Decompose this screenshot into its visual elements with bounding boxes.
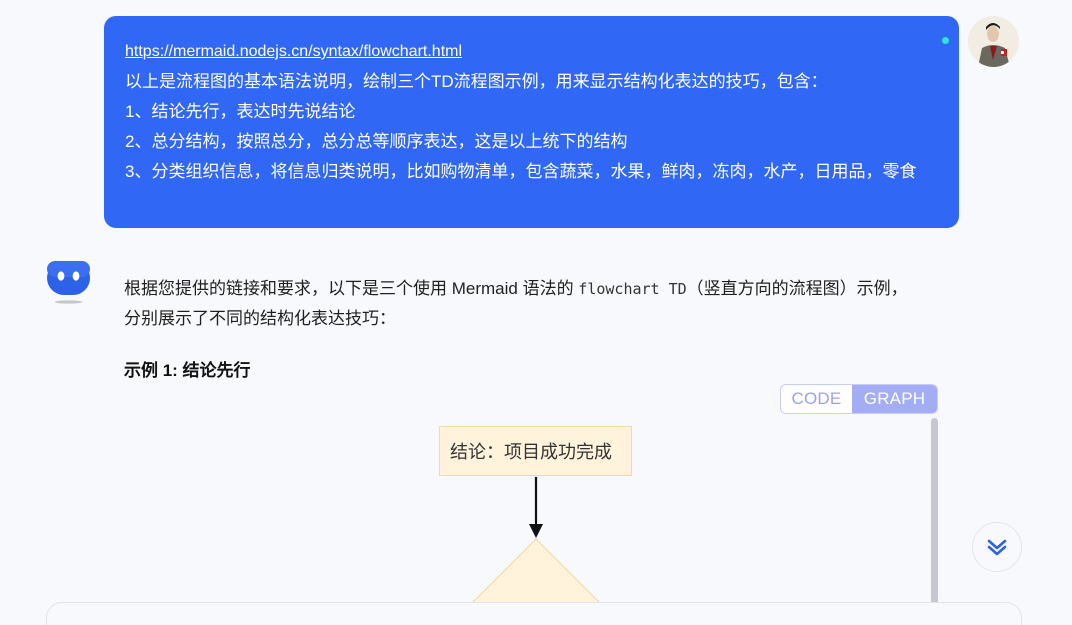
scroll-to-bottom-button[interactable] [972,522,1022,572]
user-message-line: 1、结论先行，表达时先说结论 [125,102,356,121]
bot-intro-text-continued: （竖直方向的流程图）示例，分别展示了不同的结构化表达技巧： [124,279,908,328]
graph-tab[interactable]: GRAPH [852,385,937,413]
user-message-line: 2、总分结构，按照总分，总分总等顺序表达，这是以上统下的结构 [125,132,628,151]
code-tab[interactable]: CODE [791,389,842,408]
message-composer[interactable] [46,602,1022,625]
inline-code: flowchart TD [578,280,687,298]
link-status-dot [942,37,949,44]
user-message-line: 以上是流程图的基本语法说明，绘制三个TD流程图示例，用来显示结构化表达的技巧，包… [125,72,828,91]
bot-intro-text: 根据您提供的链接和要求，以下是三个使用 Mermaid 语法的 [124,279,579,298]
user-message-line: 3、分类组织信息，将信息归类说明，比如购物清单，包含蔬菜，水果，鲜肉，冻肉，水产… [125,162,917,181]
bot-avatar [46,260,92,306]
conclusion-node: 结论：项目成功完成 [439,426,632,476]
user-avatar-image [968,16,1019,67]
link-row: https://mermaid.nodejs.cn/syntax/flowcha… [125,36,949,67]
bot-avatar-icon [47,261,90,304]
user-message-bubble: https://mermaid.nodejs.cn/syntax/flowcha… [104,16,959,228]
chevrons-down-icon [987,539,1007,556]
bot-message-text: 根据您提供的链接和要求，以下是三个使用 Mermaid 语法的 flowchar… [124,274,924,334]
arrowhead-icon [529,524,543,538]
diagram-scrollbar[interactable] [931,418,938,608]
user-avatar[interactable] [968,16,1019,67]
view-toggle: CODE GRAPH [780,384,938,414]
example-heading: 示例 1: 结论先行 [124,361,251,380]
decision-node [470,538,602,604]
mermaid-flowchart-link[interactable]: https://mermaid.nodejs.cn/syntax/flowcha… [125,43,463,60]
